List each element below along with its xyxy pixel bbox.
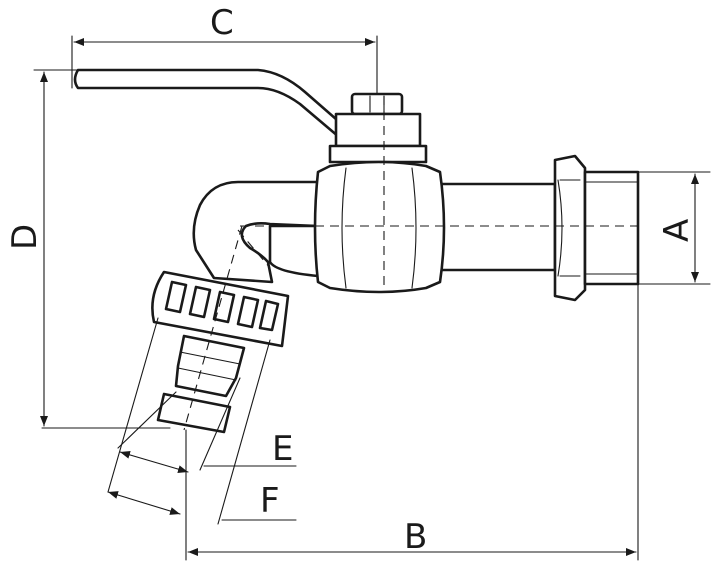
dimension-lines [40,38,699,556]
lever-handle [73,68,362,150]
dim-label-f: F [260,481,280,521]
dim-label-c: C [210,3,234,43]
hose-barb [156,334,246,434]
coupling-ring [151,270,290,348]
dim-label-e: E [272,429,293,469]
valve-body [313,160,446,294]
dim-label-b: B [404,517,427,557]
union-hex-nut [553,154,587,302]
pipe-section [438,182,557,272]
extension-lines [33,35,711,561]
spout-elbow [192,180,320,284]
dim-label-d: D [5,224,45,250]
threaded-end [583,170,640,286]
centerlines [183,96,640,431]
stem-nut [328,92,428,164]
dim-label-a: A [657,219,697,242]
